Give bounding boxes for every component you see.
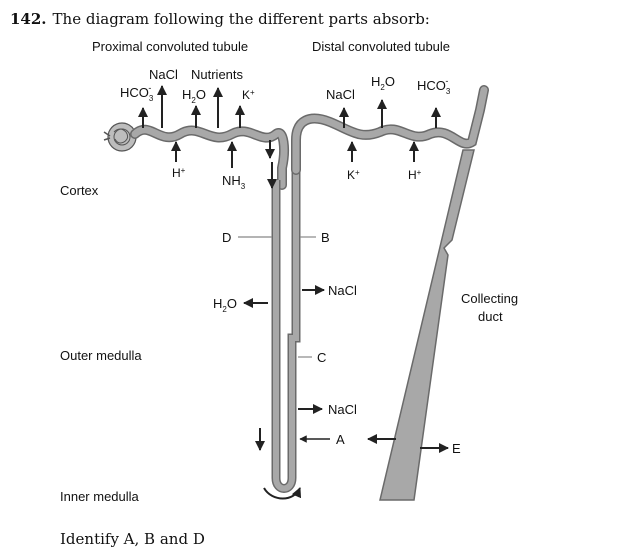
label-nh3: NH3	[222, 173, 246, 191]
label-k-distal: K+	[347, 168, 360, 182]
proximal-labels: NaCl Nutrients HCO3- H2O K+ H+ NH3	[120, 67, 255, 191]
marker-e: E	[452, 441, 461, 456]
region-cortex: Cortex	[60, 183, 99, 198]
region-outer-medulla: Outer medulla	[60, 348, 142, 363]
distal-arrows	[339, 99, 441, 162]
question-text: 142. The diagram following the different …	[10, 10, 430, 28]
label-nacl-thick-2: NaCl	[328, 402, 357, 417]
question-stem: The diagram following the different part…	[52, 10, 430, 28]
duct-label-line-2: duct	[478, 309, 503, 324]
label-h2o-proximal: H2O	[182, 87, 206, 105]
duct-arrows: E	[367, 434, 461, 456]
label-k: K+	[242, 88, 255, 102]
duct-label-line-1: Collecting	[461, 291, 518, 306]
question-prompt: Identify A, B and D	[60, 530, 205, 548]
label-hco3-distal: HCO3-	[417, 76, 451, 96]
label-h-proximal: H+	[172, 166, 186, 180]
distal-title: Distal convoluted tubule	[312, 39, 450, 54]
question-number: 142.	[10, 10, 47, 28]
label-nacl-distal: NaCl	[326, 87, 355, 102]
label-h2o-loop: H2O	[213, 296, 237, 314]
marker-c: C	[317, 350, 326, 365]
marker-d: D	[222, 230, 231, 245]
proximal-title: Proximal convoluted tubule	[92, 39, 248, 54]
label-nutrients: Nutrients	[191, 67, 244, 82]
region-inner-medulla: Inner medulla	[60, 489, 140, 504]
loop-labels: D B NaCl H2O C NaCl A	[213, 230, 357, 500]
collecting-duct	[379, 149, 475, 501]
label-nacl-thick-1: NaCl	[328, 283, 357, 298]
marker-a: A	[336, 432, 345, 447]
label-h2o-distal: H2O	[371, 74, 395, 92]
proximal-arrows	[138, 85, 277, 189]
label-nacl-proximal: NaCl	[149, 67, 178, 82]
label-hco3-proximal: HCO3-	[120, 83, 154, 103]
marker-b: B	[321, 230, 330, 245]
label-h-distal: H+	[408, 168, 422, 182]
distal-labels: NaCl H2O HCO3- K+ H+	[326, 74, 451, 182]
